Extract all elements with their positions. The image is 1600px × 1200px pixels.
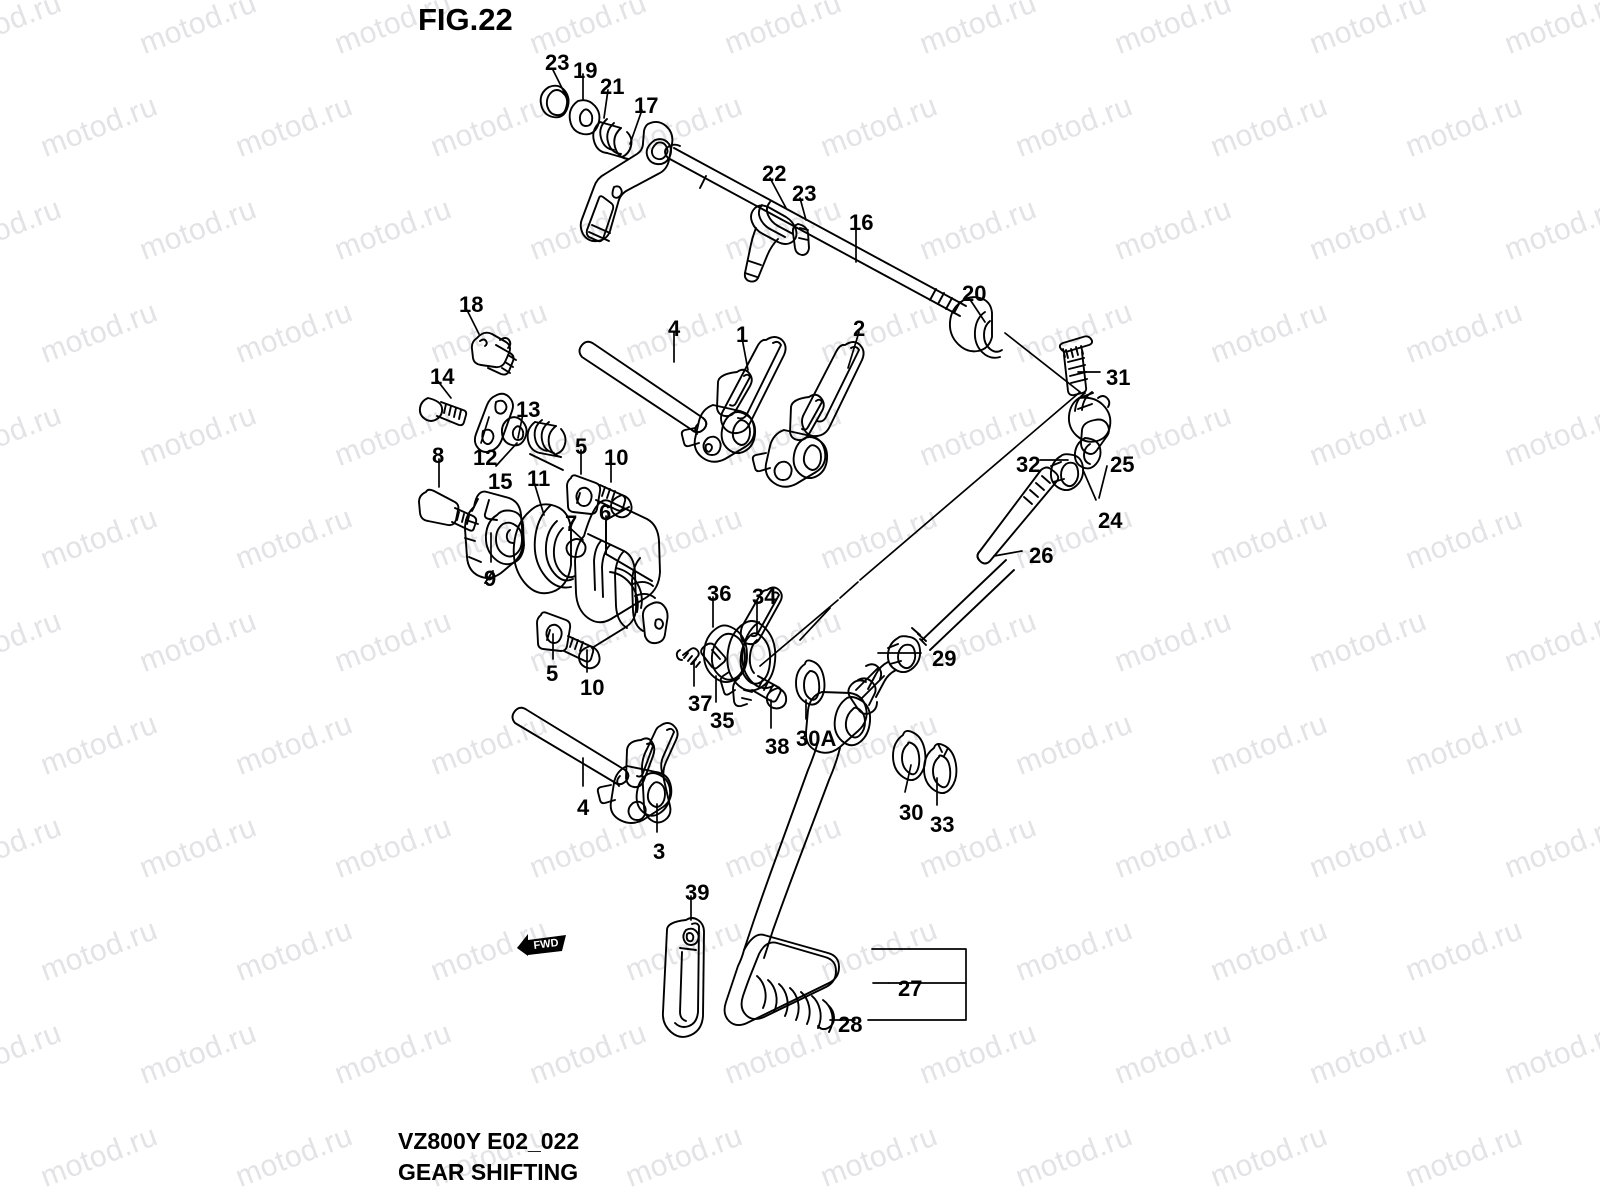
callout-3[interactable]: 3 (653, 839, 666, 864)
part-8-spring-guide-bolt (418, 488, 478, 532)
callout-23b[interactable]: 23 (792, 181, 817, 206)
callout-18[interactable]: 18 (459, 292, 484, 317)
part-32-lock-nut (1049, 453, 1085, 492)
part-30A-washer (795, 659, 826, 706)
part-10b-bolt (563, 635, 601, 670)
callout-27[interactable]: 27 (898, 976, 923, 1001)
callout-35[interactable]: 35 (710, 708, 735, 733)
fwd-label: FWD (533, 937, 559, 952)
callout-29[interactable]: 29 (932, 646, 957, 671)
figure-caption: VZ800Y E02_022 GEAR SHIFTING (398, 1126, 579, 1187)
callout-22[interactable]: 22 (762, 161, 787, 186)
part-21-return-spring (592, 118, 633, 160)
leader-lines (436, 69, 1108, 1021)
part-4b-fork-shaft (511, 706, 630, 787)
callout-28[interactable]: 28 (838, 1012, 863, 1037)
callout-17[interactable]: 17 (634, 93, 659, 118)
part-13-spring (526, 419, 567, 471)
part-23a-circlip (539, 84, 570, 119)
linkage-rod-lower (847, 559, 1015, 715)
model-code: VZ800Y E02_022 (398, 1128, 580, 1154)
callout-25[interactable]: 25 (1110, 452, 1135, 477)
callout-13[interactable]: 13 (516, 397, 541, 422)
callout-9[interactable]: 9 (484, 566, 497, 591)
part-1-shift-fork (680, 336, 787, 463)
callout-38[interactable]: 38 (765, 734, 790, 759)
grouping-brackets (867, 948, 967, 1021)
callout-16[interactable]: 16 (849, 210, 874, 235)
callout-30A[interactable]: 30A (796, 726, 837, 751)
callout-24[interactable]: 24 (1098, 508, 1123, 533)
callout-15[interactable]: 15 (488, 469, 513, 494)
callout-32[interactable]: 32 (1016, 452, 1041, 477)
part-29-lock-nut (886, 635, 922, 674)
callout-4b[interactable]: 4 (577, 795, 590, 820)
long-leader-lines (759, 332, 1081, 667)
callout-34[interactable]: 34 (752, 584, 777, 609)
part-16-gear-shift-shaft (664, 143, 967, 317)
callout-33[interactable]: 33 (930, 812, 955, 837)
part-23b-circlip (791, 223, 810, 256)
part-34-shift-shaft-stopper (719, 586, 783, 708)
callout-1[interactable]: 1 (736, 322, 749, 347)
part-25-rod-end-assembly (1067, 391, 1112, 470)
part-18-neutral-switch (470, 331, 517, 376)
callout-8[interactable]: 8 (432, 443, 445, 468)
part-14-bolt (418, 397, 468, 427)
callout-39[interactable]: 39 (685, 880, 710, 905)
callout-11[interactable]: 11 (527, 466, 551, 491)
part-20-oil-seal (948, 296, 1003, 359)
callout-5b[interactable]: 5 (546, 661, 559, 686)
section-name: GEAR SHIFTING (398, 1158, 579, 1185)
part-37-spring (675, 647, 701, 668)
part-12-cam-stopper-arm (473, 392, 514, 453)
callout-23a[interactable]: 23 (545, 50, 570, 75)
part-9-cam-stopper-assembly (464, 490, 525, 584)
part-15-washer (500, 416, 528, 447)
part-2-shift-fork (751, 341, 865, 488)
part-26-gear-shift-rod (976, 466, 1060, 565)
part-19-washer (568, 99, 601, 136)
callout-21[interactable]: 21 (600, 74, 625, 99)
callout-12[interactable]: 12 (473, 445, 498, 470)
callout-6[interactable]: 6 (599, 500, 612, 525)
part-6-gear-shift-cam (574, 499, 669, 649)
part-31-bolt (1058, 335, 1094, 397)
part-38-bolt (751, 675, 788, 710)
part-11-bearing (512, 503, 576, 595)
callout-4a[interactable]: 4 (668, 316, 681, 341)
part-4a-fork-shaft (578, 340, 708, 435)
callout-37[interactable]: 37 (688, 691, 713, 716)
part-22-shift-shaft-pawl (743, 201, 798, 283)
part-3-shift-fork (596, 722, 679, 824)
part-39-link-bracket (661, 917, 705, 1038)
callout-7[interactable]: 7 (565, 511, 578, 536)
part-33-circlip (923, 742, 958, 794)
callout-30[interactable]: 30 (899, 800, 924, 825)
callout-31[interactable]: 31 (1106, 365, 1131, 390)
callout-19[interactable]: 19 (573, 58, 598, 83)
callout-14[interactable]: 14 (430, 364, 455, 389)
callout-10a[interactable]: 10 (604, 445, 629, 470)
callout-26[interactable]: 26 (1029, 543, 1054, 568)
figure-title: FIG.22 (418, 2, 513, 37)
callout-10b[interactable]: 10 (580, 675, 605, 700)
callout-5a[interactable]: 5 (575, 434, 588, 459)
part-30-washer (892, 729, 927, 781)
part-5a-stopper-plate (566, 474, 602, 515)
fwd-direction-marker: FWD (516, 930, 568, 956)
part-5b-stopper-plate (536, 611, 572, 652)
part-27-gear-shift-lever (723, 663, 885, 1027)
part-28-lever-rubber (740, 941, 837, 1033)
part-10a-bolt (595, 484, 633, 519)
callout-36[interactable]: 36 (707, 581, 732, 606)
callout-20[interactable]: 20 (962, 281, 987, 306)
part-17-gear-shift-arm (579, 120, 674, 243)
callout-2[interactable]: 2 (853, 316, 866, 341)
